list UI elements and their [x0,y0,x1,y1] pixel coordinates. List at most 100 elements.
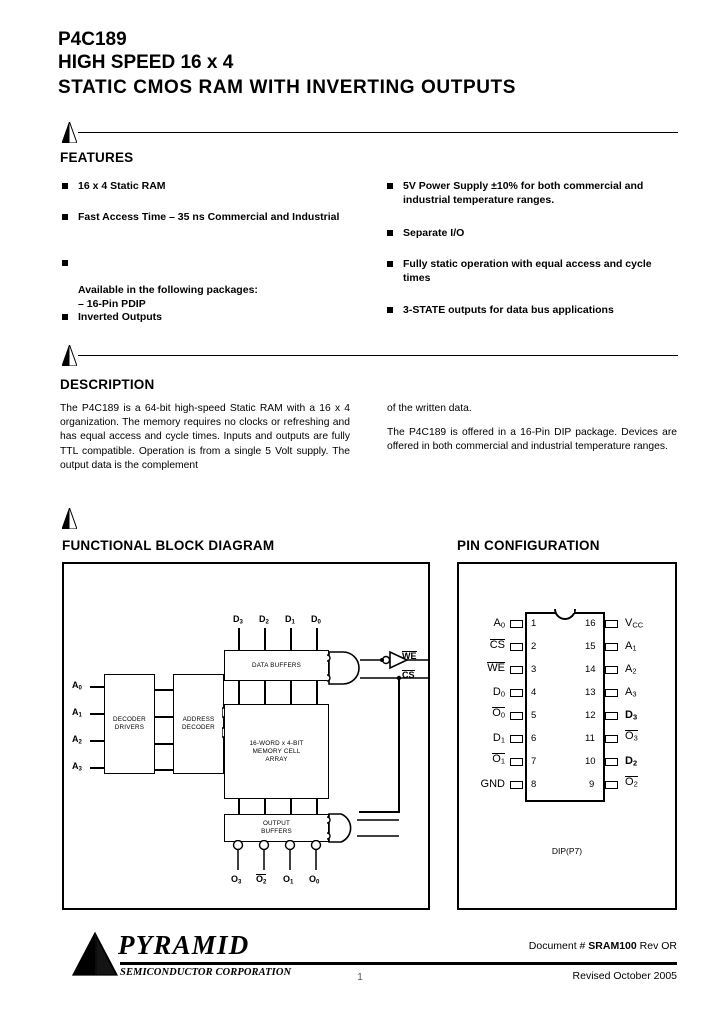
data-input-label-d2: D2 [259,614,269,626]
address-input-label-a3: A3 [72,761,82,773]
bullet-square-icon [62,183,68,189]
pin-label: VCC [625,617,644,630]
bullet-square-icon [387,307,393,313]
pin-number: 7 [531,756,537,767]
feature-label: Fast Access Time – 35 ns Commercial and … [78,211,340,223]
pin-configuration-heading: PIN CONFIGURATION [457,538,600,553]
block-label: DECODER DRIVERS [113,716,146,731]
nand-gate-output-icon [327,813,399,843]
pin-label: A2 [625,663,637,676]
address-input-label-a0: A0 [72,680,82,692]
pin-number: 11 [585,733,595,744]
pin-number: 9 [589,779,595,790]
pin-number: 1 [531,618,537,629]
feature-label: Available in the following packages: – 1… [78,284,258,310]
feature-label: 16 x 4 Static RAM [78,180,166,192]
block-label: DATA BUFFERS [251,661,302,669]
feature-label: 5V Power Supply ±10% for both commercial… [403,180,644,206]
feature-item-separate-io: Separate I/O [387,227,677,241]
pin-label: O0 [492,707,505,720]
address-input-label-a2: A2 [72,734,82,746]
description-heading: DESCRIPTION [60,377,155,392]
bullet-square-icon [387,261,393,267]
brand-tagline: SEMICONDUCTOR CORPORATION [120,967,292,978]
bullet-square-icon [62,260,68,266]
pin-lead [510,735,523,743]
pin-lead [510,689,523,697]
address-input-label-a1: A1 [72,707,82,719]
description-paragraph: The P4C189 is offered in a 16-Pin DIP pa… [387,427,677,453]
description-paragraph: of the written data. [387,403,472,414]
pin-number: 2 [531,641,537,652]
title-line-3: STATIC CMOS RAM WITH INVERTING OUTPUTS [58,77,517,98]
block-output-buffers: OUTPUT BUFFERS [224,814,329,842]
pyramid-marker-icon [60,508,78,529]
pin-lead [510,758,523,766]
bullet-square-icon [387,183,393,189]
functional-block-diagram: D3 D2 D1 D0 DATA BUFFERS [62,562,430,910]
document-reference: Document # SRAM100 Rev OR [529,940,677,952]
pin-lead [510,712,523,720]
pin-number: 15 [585,641,596,652]
pin-number: 13 [585,687,596,698]
pin-label: A3 [625,686,637,699]
description-paragraph: The P4C189 is a 64-bit high-speed Static… [60,403,350,471]
pin-label: A0 [493,617,506,630]
features-heading: FEATURES [60,150,134,165]
pin-number: 12 [585,710,596,721]
description-right-column: of the written data. The P4C189 is offer… [387,402,677,455]
pin-lead [605,643,618,651]
feature-item-fully-static: Fully static operation with equal access… [387,258,677,285]
control-label-cs: CS [402,670,415,680]
pin-number: 6 [531,733,537,744]
pin-label: O1 [492,753,505,766]
data-input-label-d1: D1 [285,614,295,626]
document-code: SRAM100 [588,940,637,952]
feature-label: 3-STATE outputs for data bus application… [403,304,614,316]
pyramid-marker-icon [60,122,78,143]
output-label-o1: O1 [283,874,294,886]
pyramid-logo-icon [72,932,118,976]
document-suffix: Rev OR [636,940,677,952]
feature-item-power-supply: 5V Power Supply ±10% for both commercial… [387,180,677,207]
data-input-label-d3: D3 [233,614,243,626]
page-footer: PYRAMID SEMICONDUCTOR CORPORATION Docume… [0,930,720,1005]
pin-label: O2 [625,776,638,789]
feature-label: Inverted Outputs [78,311,163,323]
output-pins-icon [232,840,322,870]
page-header: P4C189 HIGH SPEED 16 x 4 STATIC CMOS RAM… [58,28,678,100]
pin-number: 16 [585,618,596,629]
pin-lead [605,712,618,720]
pin-number: 8 [531,779,537,790]
feature-item-packages: Available in the following packages: – 1… [62,257,362,325]
pyramid-marker-icon [60,345,78,366]
divider-diagrams [60,508,678,530]
pin-lead [605,758,618,766]
block-label: ADDRESS DECODER [182,716,215,731]
pin-number: 14 [585,664,596,675]
data-input-label-d0: D0 [311,614,321,626]
revision-date: Revised October 2005 [572,970,677,982]
bullet-square-icon [62,214,68,220]
output-label-o0: O0 [309,874,320,886]
title-line-2: HIGH SPEED 16 x 4 [58,52,234,73]
pin-lead [510,666,523,674]
block-data-buffers: DATA BUFFERS [224,650,329,681]
brand-name: PYRAMID [118,930,250,960]
pin-lead [605,620,618,628]
pin-lead [510,643,523,651]
block-address-decoder: ADDRESS DECODER [173,674,224,774]
block-diagram-heading: FUNCTIONAL BLOCK DIAGRAM [62,538,275,553]
pin-lead [605,781,618,789]
pin-lead [605,666,618,674]
pin-number: 4 [531,687,537,698]
divider-description [60,345,678,367]
pin-label: WE [487,662,505,674]
block-label: 16-WORD x 4-BIT MEMORY CELL ARRAY [249,739,304,763]
feature-label: Fully static operation with equal access… [403,258,652,284]
bullet-square-icon [387,230,393,236]
description-left-column: The P4C189 is a 64-bit high-speed Static… [60,402,350,473]
feature-item-static-ram: 16 x 4 Static RAM [62,180,362,194]
footer-rule [120,962,677,965]
